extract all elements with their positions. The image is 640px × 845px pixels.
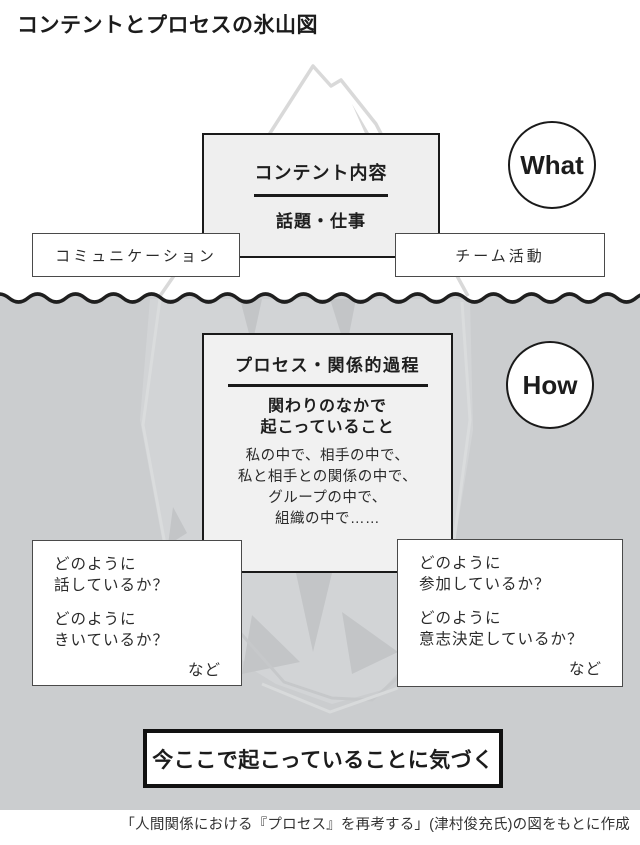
process-sub-line: 関わりのなかで	[267, 397, 387, 415]
iceberg-ridge-line	[234, 627, 429, 702]
communication-tag-box: コミュニケーション	[32, 233, 240, 277]
communication-label: コミュニケーション	[55, 247, 217, 265]
iceberg-facet	[296, 573, 332, 652]
question-line: 話しているか？	[54, 577, 170, 594]
process-body-line: 私と相手との関係の中で、	[237, 468, 418, 485]
process-box-sub: 関わりのなかで 起こっていること	[260, 396, 394, 438]
right-question-box: どのように 参加しているか？ どのように 意志決定しているか？ など	[397, 539, 623, 687]
question-line: 参加しているか？	[419, 576, 551, 593]
process-box-divider	[227, 384, 428, 387]
iceberg-facet	[168, 507, 187, 545]
what-circle: What	[508, 121, 596, 209]
what-label: What	[520, 149, 584, 180]
process-body-line: 私の中で、相手の中で、	[245, 447, 410, 464]
iceberg-facet	[240, 299, 262, 345]
iceberg-facet	[342, 612, 398, 674]
process-body-line: 組織の中で……	[275, 510, 380, 527]
question-line: どのように	[54, 556, 137, 573]
content-box-divider	[254, 194, 388, 197]
process-box-heading: プロセス・関係的過程	[235, 356, 420, 375]
iceberg-edge-line	[450, 301, 472, 556]
left-question-box: どのように 話しているか？ どのように きいているか？ など	[32, 540, 242, 686]
notice-label: 今ここで起こっていることに気づく	[152, 748, 494, 772]
iceberg-facet	[330, 299, 356, 350]
iceberg-facet	[242, 615, 300, 674]
how-label: How	[522, 369, 578, 400]
team-activity-label: チーム活動	[455, 247, 545, 265]
team-activity-tag-box: チーム活動	[395, 233, 605, 277]
content-box-sub: 話題・仕事	[276, 211, 366, 231]
notice-box: 今ここで起こっていることに気づく	[143, 729, 503, 788]
question-line: どのように	[419, 555, 502, 572]
question-line: どのように	[54, 611, 137, 628]
how-circle: How	[506, 341, 594, 429]
process-body-line: グループの中で、	[268, 489, 387, 506]
process-sub-line: 起こっていること	[260, 418, 395, 436]
process-box: プロセス・関係的過程 関わりのなかで 起こっていること 私の中で、相手の中で、 …	[202, 333, 453, 573]
question-line: どのように	[419, 610, 502, 627]
source-caption: 「人間関係における『プロセス』を再考する」(津村俊充氏)の図をもとに作成	[120, 817, 630, 833]
page-title: コンテントとプロセスの氷山図	[17, 14, 318, 37]
water-line	[0, 292, 640, 304]
etc-label: など	[568, 661, 602, 678]
etc-label: など	[187, 662, 221, 679]
content-box-heading: コンテント内容	[254, 163, 388, 184]
question-line: きいているか？	[54, 632, 170, 649]
process-box-body: 私の中で、相手の中で、 私と相手との関係の中で、 グループの中で、 組織の中で……	[238, 446, 417, 530]
question-line: 意志決定しているか？	[419, 631, 584, 648]
iceberg-ridge-line	[261, 682, 399, 714]
